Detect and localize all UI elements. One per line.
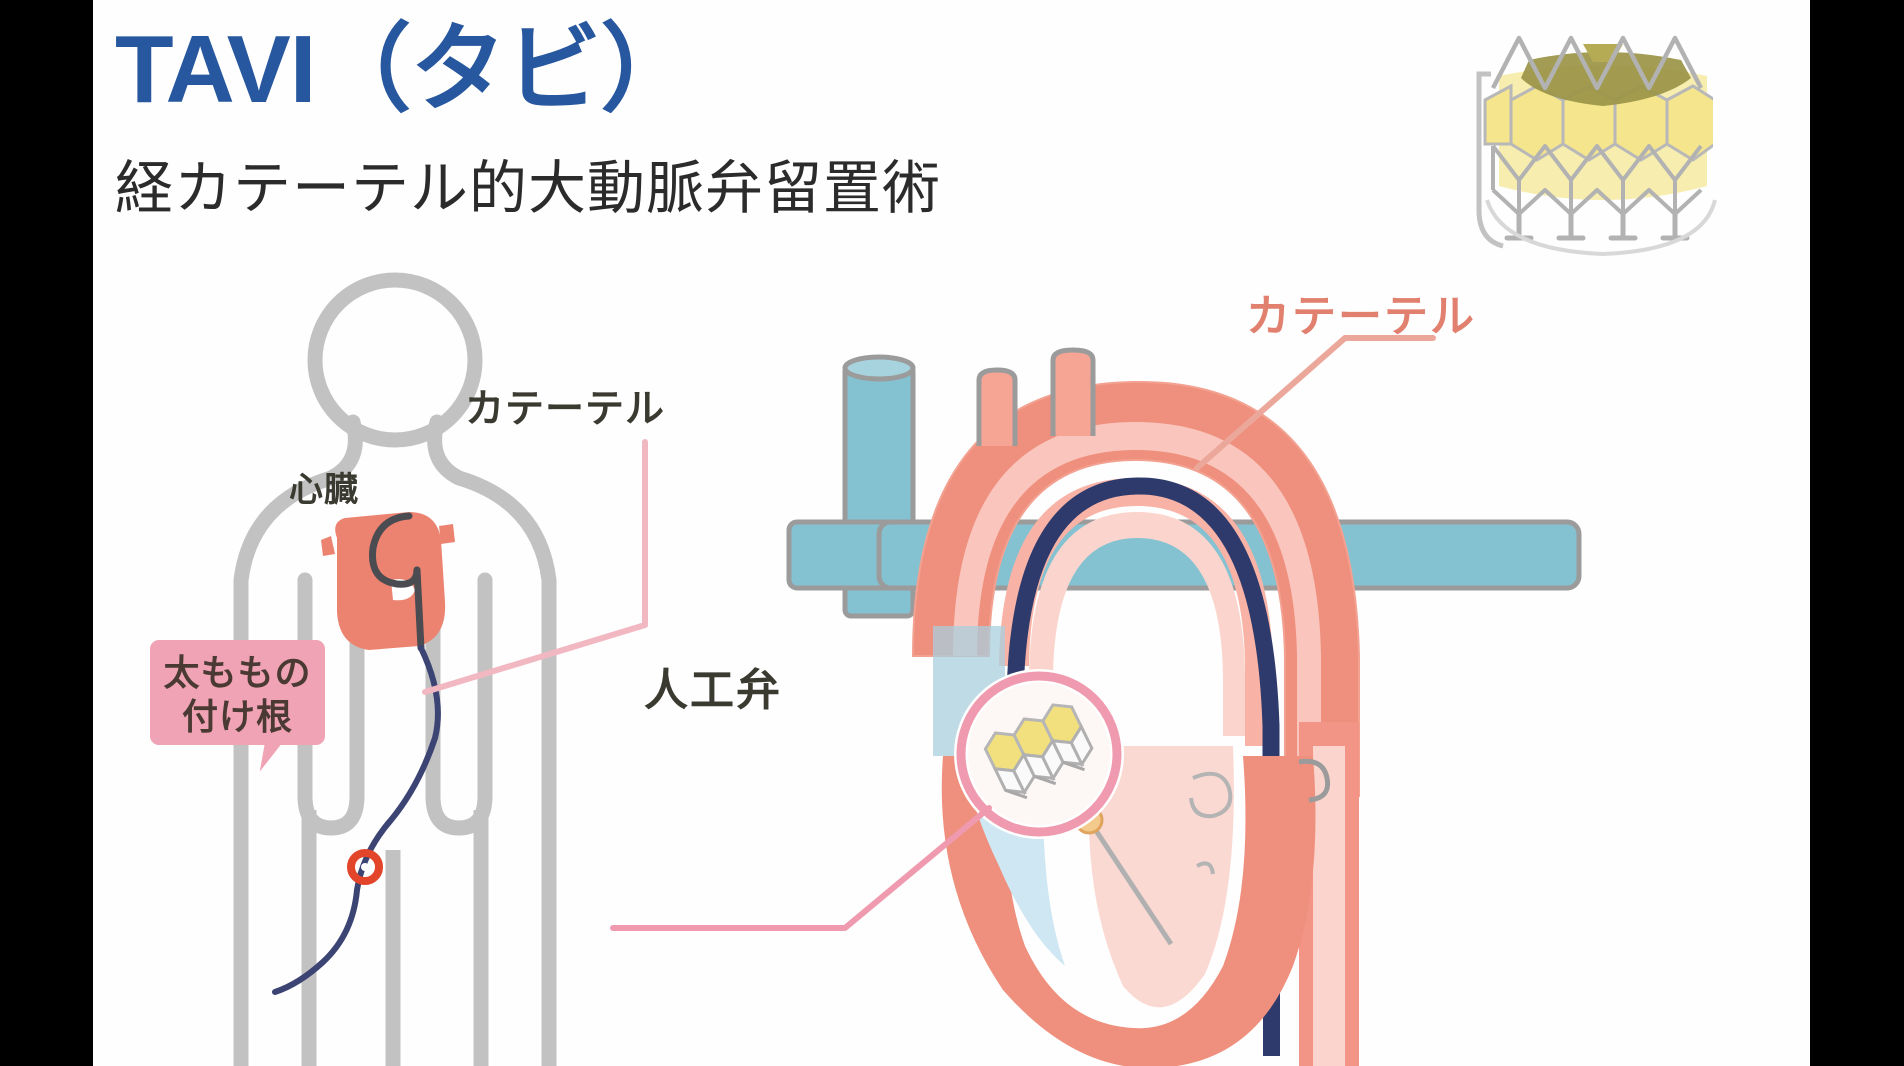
page-title: TAVI（タビ）	[115, 16, 696, 123]
leader-line-catheter-left	[422, 439, 648, 695]
human-body-outline	[233, 272, 557, 1066]
body-heart-icon	[321, 512, 455, 652]
label-heart: 心臓	[289, 471, 359, 509]
slide-canvas: TAVI（タビ） 経カテーテル的大動脈弁留置術	[93, 0, 1810, 1066]
groin-entry-marker	[347, 849, 383, 885]
callout-text: 太ももの 付け根	[150, 651, 325, 739]
stent-valve-graphic	[1476, 35, 1717, 257]
callout-groin: 太ももの 付け根	[150, 640, 325, 775]
heart-anatomy-diagram	[610, 347, 1582, 1066]
label-catheter-left: カテーテル	[465, 388, 666, 431]
page-subtitle: 経カテーテル的大動脈弁留置術	[115, 156, 942, 221]
leader-line-catheter-right	[1194, 335, 1436, 471]
magnifier-circle-stent	[610, 669, 1124, 931]
letterbox-right	[1810, 0, 1904, 1066]
catheter-in-aorta	[1006, 477, 1280, 735]
callout-line-2: 付け根	[181, 695, 293, 737]
label-prosthetic-valve: 人工弁	[644, 666, 782, 715]
label-catheter-right: カテーテル	[1246, 292, 1476, 341]
callout-line-1: 太ももの	[163, 652, 312, 693]
letterbox-left	[0, 0, 93, 1066]
